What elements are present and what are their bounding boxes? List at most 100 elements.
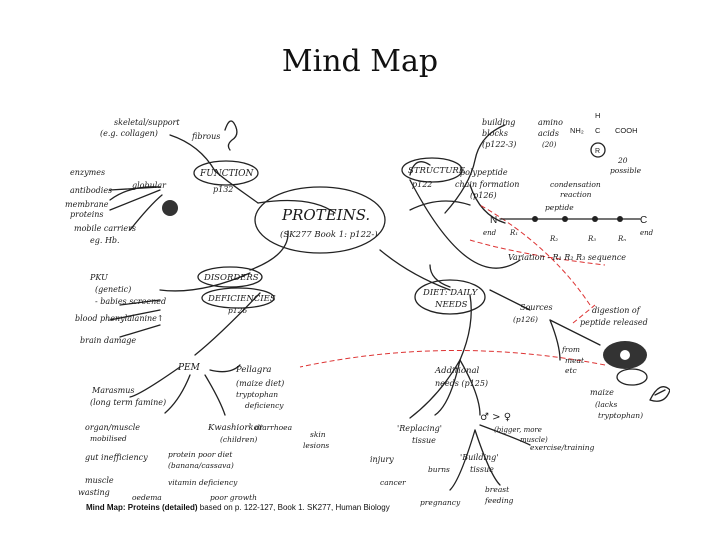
maize-icon: [649, 386, 670, 402]
connector-lines: [109, 124, 601, 491]
function-enzymes: enzymes: [70, 168, 105, 177]
caption: Mind Map: Proteins (detailed) based on p…: [86, 503, 390, 512]
oedema: oedema: [132, 493, 162, 502]
maize-diet: (maize diet): [236, 379, 284, 388]
structure-label: STRUCTURE: [408, 166, 466, 176]
structure-page3: (p126): [470, 191, 497, 200]
structure-variation: Variation - R₁ R₂ R₃ sequence: [508, 253, 626, 262]
formula-nh2: NH₂: [570, 126, 584, 135]
structure-blocks: blocks: [482, 129, 508, 138]
meat-label: meat: [565, 356, 585, 365]
structure-page2: (p122-3): [482, 140, 516, 149]
marasmus: Marasmus: [91, 386, 135, 395]
maize-lacks: (lacks: [595, 400, 618, 409]
building: 'Building': [460, 453, 499, 462]
caption-bold: Mind Map: Proteins (detailed): [86, 503, 198, 512]
diet-sources: Sources: [520, 303, 553, 312]
diet-needs: NEEDS: [434, 300, 468, 310]
central-node: PROTEINS. (SK277 Book 1: p122-): [254, 186, 386, 254]
disorders-page: p126: [228, 306, 247, 315]
building-tissue: tissue: [470, 465, 494, 474]
function-fibrous: fibrous: [191, 132, 220, 141]
gut-inefficiency: gut inefficiency: [85, 453, 148, 462]
structure-possible: possible: [610, 166, 642, 175]
more-muscle: muscle): [520, 436, 548, 444]
chain-r1: R₁: [509, 229, 518, 237]
marasmus-famine: (long term famine): [90, 398, 166, 407]
formula-cooh: COOH: [615, 126, 638, 135]
caption-rest: based on p. 122-127, Book 1. SK277, Huma…: [197, 503, 390, 512]
exercise-training: exercise/training: [530, 443, 595, 452]
etc-label: etc: [565, 366, 577, 375]
structure-possible-count: 20: [617, 156, 628, 165]
function-label: FUNCTION: [199, 169, 255, 179]
pem-label: PEM: [177, 363, 201, 373]
pregnancy: pregnancy: [420, 498, 461, 507]
structure-amino: amino: [538, 118, 563, 127]
skin: skin: [310, 430, 326, 439]
globular-icon: [162, 200, 178, 216]
pku-label: PKU: [89, 273, 108, 282]
structure-polypeptide: polypeptide: [460, 168, 508, 177]
pellagra: Pellagra: [235, 365, 271, 375]
function-collagen: (e.g. collagen): [100, 129, 158, 138]
chain-n: N: [490, 215, 497, 226]
mind-map-diagram: PROTEINS. (SK277 Book 1: p122-) FUNCTION…: [50, 95, 670, 525]
formula-c: C: [595, 126, 601, 135]
function-proteins: proteins: [70, 210, 104, 219]
branch-disorders: DISORDERS DEFICIENCIES p126 PKU (genetic…: [75, 266, 276, 345]
skin-lesions: lesions: [303, 441, 329, 450]
function-globular: globular: [132, 181, 167, 190]
organ-muscle: organ/muscle: [85, 423, 140, 432]
additional: Additional: [434, 366, 480, 376]
slide-title: Mind Map: [281, 44, 439, 79]
structure-twenty: (20): [542, 141, 557, 149]
structure-chain: chain formation: [455, 180, 519, 189]
digestion: digestion of: [592, 306, 642, 315]
disorders-label: DISORDERS: [203, 273, 259, 283]
sex-compare: ♂ > ♀: [480, 412, 511, 423]
cancer: cancer: [380, 478, 406, 487]
pku-genetic: (genetic): [95, 285, 131, 294]
branch-function: FUNCTION p132 skeletal/support (e.g. col…: [65, 118, 259, 245]
replacing: 'Replacing': [397, 424, 442, 433]
diet-sources-page: (p126): [513, 315, 538, 324]
branch-diet: DIET: DAILY NEEDS Sources (p126) digesti…: [370, 279, 670, 507]
chain-r2: R₂: [549, 235, 558, 243]
function-hb: eg. Hb.: [90, 236, 120, 245]
maize-label: maize: [590, 388, 614, 397]
maize-tryptophan: tryptophan): [598, 411, 643, 420]
organ-mobilised: mobilised: [90, 434, 127, 443]
bigger: (bigger, more: [494, 426, 542, 434]
fibrous-icon: [224, 120, 238, 151]
function-mobile: mobile carriers: [74, 224, 136, 233]
tryptophan-deficiency: deficiency: [245, 401, 284, 410]
additional-needs: needs (p125): [435, 379, 488, 388]
branch-pem: PEM Marasmus (long term famine) organ/mu…: [78, 363, 329, 502]
mind-map-canvas: PROTEINS. (SK277 Book 1: p122-) FUNCTION…: [65, 111, 670, 507]
from-label: from: [561, 345, 580, 354]
structure-acids: acids: [538, 129, 559, 138]
muscle-label: muscle: [85, 476, 114, 485]
branch-structure: STRUCTURE p122 building blocks (p122-3) …: [401, 111, 654, 262]
function-antibodies: antibodies: [70, 186, 112, 195]
structure-peptide: peptide: [545, 203, 574, 212]
chain-end-left: end: [483, 229, 497, 237]
breast-feeding: feeding: [484, 496, 514, 505]
deficiencies-label: DEFICIENCIES: [207, 294, 276, 304]
structure-building: building: [482, 118, 515, 127]
vitamin-deficiency: vitamin deficiency: [168, 478, 238, 487]
diarrhoea: diarrhoea: [255, 423, 292, 432]
pku-screened: - babies screened: [95, 297, 166, 306]
replacing-tissue: tissue: [412, 436, 436, 445]
structure-condensation: condensation: [550, 180, 601, 189]
diet-label: DIET: DAILY: [422, 288, 479, 298]
function-skeletal: skeletal/support: [114, 118, 180, 127]
pku-blood: blood phenylalanine↑: [75, 314, 164, 323]
poor-growth: poor growth: [210, 493, 257, 502]
chain-rn: Rₙ: [617, 235, 626, 243]
injury: injury: [370, 455, 394, 464]
structure-page: p122: [412, 180, 432, 189]
formula-h: H: [595, 111, 600, 120]
formula-r: R: [595, 148, 600, 155]
